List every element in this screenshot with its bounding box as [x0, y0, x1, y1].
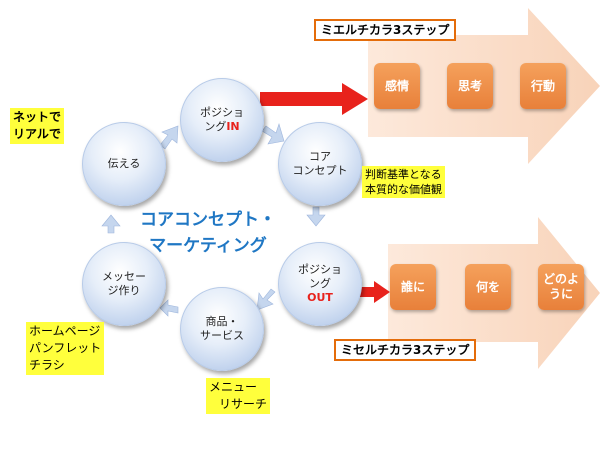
bottom-step-2: 何を — [465, 264, 511, 310]
top-step-1-label: 感情 — [384, 78, 409, 93]
node-positioning-out: ポジショ ング OUT — [278, 242, 362, 326]
in-accent: IN — [226, 120, 240, 133]
bottom-step-3-line2: うに — [548, 287, 573, 301]
bottom-step-1-label: 誰に — [400, 279, 425, 294]
bottom-step-1: 誰に — [390, 264, 436, 310]
note-media-line1: ホームページ — [29, 324, 101, 338]
cycle-arrow-2 — [306, 206, 326, 227]
node-core-concept: コア コンセプト — [278, 122, 362, 206]
top-step-1: 感情 — [374, 63, 420, 109]
node-core-concept-line1: コア — [309, 150, 331, 163]
note-media-line2: パンフレット — [29, 341, 102, 355]
cycle-arrow-6 — [159, 125, 179, 150]
node-products-services-line2: サービス — [200, 329, 244, 342]
node-message-making-line1: メッセー — [102, 270, 146, 283]
node-products-services: 商品・ サービス — [180, 287, 264, 371]
bottom-step-3: どのよ うに — [538, 264, 584, 310]
node-message-making: メッセー ジ作り — [82, 242, 166, 326]
node-positioning-in: ポジショ ングIN — [180, 78, 264, 162]
cycle-arrow-3 — [256, 288, 276, 311]
node-convey-line1: 伝える — [107, 157, 141, 170]
cycle-arrow-4 — [159, 299, 179, 317]
note-core-concept-line2: 本質的な価値観 — [365, 183, 442, 196]
top-step-2: 思考 — [447, 63, 493, 109]
top-step-2-label: 思考 — [457, 78, 482, 93]
top-step-3-label: 行動 — [530, 78, 555, 93]
top-panel-label: ミエルチカラ3ステップ — [314, 19, 457, 41]
note-media-line3: チラシ — [29, 358, 65, 372]
note-core-concept: 判断基準となる 本質的な価値観 — [362, 166, 445, 198]
note-online-offline-line2: リアルで — [13, 127, 61, 141]
red-arrow-top — [260, 83, 368, 115]
note-menu-research: メニュー リサーチ — [206, 378, 271, 414]
node-positioning-out-line1: ポジショ — [298, 263, 342, 276]
note-core-concept-line1: 判断基準となる — [365, 168, 442, 181]
bottom-step-2-label: 何を — [475, 279, 500, 294]
center-title: コアコンセプト・ マーケティング — [140, 207, 276, 259]
node-convey: 伝える — [82, 122, 166, 206]
node-products-services-line1: 商品・ — [205, 315, 239, 328]
center-title-line1: コアコンセプト・ — [140, 210, 276, 230]
note-media: ホームページ パンフレット チラシ — [26, 322, 105, 375]
node-message-making-line2: ジ作り — [107, 284, 141, 297]
node-positioning-in-line1: ポジショ — [200, 106, 244, 119]
node-core-concept-line2: コンセプト — [292, 164, 348, 177]
note-online-offline-line1: ネットで — [13, 110, 62, 124]
cycle-arrow-5 — [101, 214, 121, 234]
node-positioning-in-line2: ングIN — [204, 120, 240, 133]
bottom-step-3-line1: どのよ — [542, 272, 579, 286]
note-online-offline: ネットで リアルで — [10, 108, 65, 144]
out-accent: OUT — [307, 291, 333, 304]
note-menu-research-line2: リサーチ — [219, 397, 268, 411]
note-menu-research-line1: メニュー — [209, 380, 258, 394]
cycle-arrow-1 — [261, 122, 285, 145]
node-positioning-out-line2: ング — [309, 277, 331, 290]
bottom-panel-label: ミセルチカラ3ステップ — [334, 339, 477, 361]
red-arrow-bottom — [356, 281, 390, 303]
center-title-line2: マーケティング — [149, 236, 267, 256]
top-step-3: 行動 — [520, 63, 566, 109]
